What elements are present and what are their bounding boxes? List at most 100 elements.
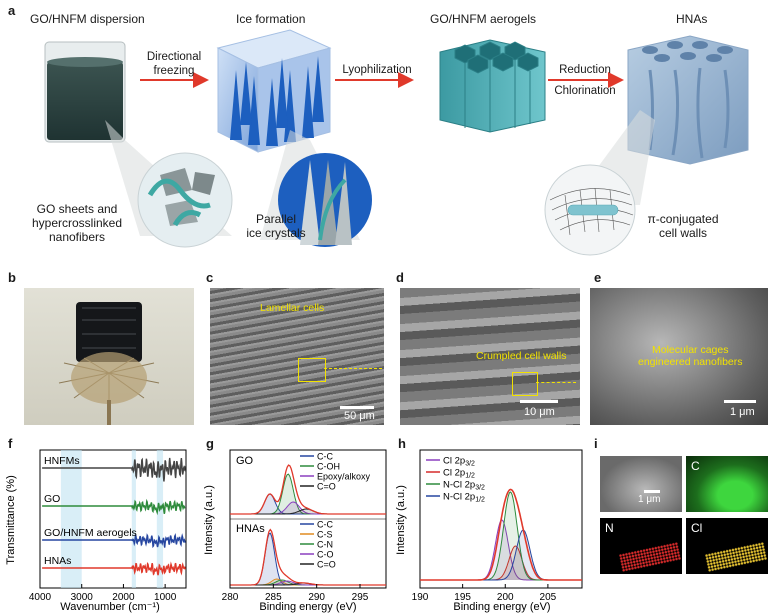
stage-title-aerogels: GO/HNFM aerogels xyxy=(430,12,537,26)
panel-label-a: a xyxy=(8,3,16,18)
ftir-band-2 xyxy=(156,450,164,588)
xps-c1s-legend-label-1-4: C=O xyxy=(317,560,336,570)
scalebar-e xyxy=(724,400,756,403)
xps-cl2p-x-axis-label: Binding energy (eV) xyxy=(453,601,550,613)
go-sheets-icon xyxy=(147,168,215,227)
xps-c1s-legend-label-1-1: C-S xyxy=(317,530,333,540)
xps-c1s-legend-label-0-3: C=O xyxy=(317,482,336,492)
panel-label-g: g xyxy=(206,436,214,451)
xps-cl2p-legend-label-3: N-Cl 2p1/2 xyxy=(443,492,485,504)
xps-c1s-legend-label-0-2: Epoxy/alkoxy xyxy=(317,472,371,482)
edx-map-label-cl: Cl xyxy=(691,521,703,535)
arrow-label-lyophilization: Lyophilization xyxy=(342,64,412,76)
ice-cube-icon xyxy=(216,29,332,153)
sem-image-lamellar: Lamellar cells 50 μm xyxy=(210,288,384,425)
ftir-x-tick-label-0: 4000 xyxy=(29,592,52,603)
xps-cl2p-legend-label-2: N-Cl 2p3/2 xyxy=(443,480,485,492)
stage-title-dispersion: GO/HNFM dispersion xyxy=(30,12,145,26)
zoom-arrow-d xyxy=(536,382,576,384)
sem-image-crumpled: Crumpled cell walls 10 μm xyxy=(400,288,580,425)
xps-c1s-y-axis-label: Intensity (a.u.) xyxy=(203,485,215,555)
xps-c1s-x-tick-label-0: 280 xyxy=(222,592,239,603)
graphene-lattice-icon xyxy=(549,187,634,236)
xps-cl2p-y-axis-label: Intensity (a.u.) xyxy=(395,485,407,555)
xps-c1s-legend-label-0-0: C-C xyxy=(317,452,333,462)
edx-map-carbon: C xyxy=(686,456,768,512)
photo-aerogel-on-dandelion xyxy=(24,288,194,425)
edx-map-nitrogen-signal xyxy=(618,541,682,573)
xps-cl2p-x-tick-label-0: 190 xyxy=(412,592,429,603)
zoom-arrow-c xyxy=(324,368,382,370)
panel-label-h: h xyxy=(398,436,406,451)
ftir-series-label-3: HNAs xyxy=(44,555,71,567)
ftir-band-1 xyxy=(131,450,136,588)
ftir-series-1 xyxy=(42,498,186,516)
xps-c1s-legend-label-1-0: C-C xyxy=(317,520,333,530)
ftir-series-label-0: HNFMs xyxy=(44,455,80,467)
xps-c1s-x-axis-label: Binding energy (eV) xyxy=(259,601,356,613)
ftir-series-label-1: GO xyxy=(44,493,60,505)
hna-monolith-icon xyxy=(627,35,749,165)
panel-label-c: c xyxy=(206,270,214,285)
edx-map-chlorine-signal xyxy=(704,541,768,573)
xps-c1s-legend-label-1-3: C-O xyxy=(317,550,334,560)
zoom-circle-nanofibers xyxy=(137,152,233,248)
arrow-label-reduction: Reduction xyxy=(559,64,611,76)
panel-label-b: b xyxy=(8,270,16,285)
scalebar-i xyxy=(644,490,660,493)
panel-label-d: d xyxy=(396,270,404,285)
xps-c1s-legend-label-1-2: C-N xyxy=(317,540,333,550)
annotation-crumpled-walls: Crumpled cell walls xyxy=(476,350,567,362)
xps-cl2p-x-tick-label-1: 195 xyxy=(454,592,471,603)
ftir-band-0 xyxy=(60,450,82,588)
scalebar-d xyxy=(520,400,558,403)
edx-map-label-c: C xyxy=(691,459,700,473)
ftir-series-2 xyxy=(42,532,186,549)
xps-c1s-1-envelope xyxy=(230,528,386,586)
scalebar-label-e: 1 μm xyxy=(730,406,755,418)
scalebar-label-i: 1 μm xyxy=(638,494,661,505)
panel-label-i: i xyxy=(594,436,598,451)
sem-image-edx: 1 μm xyxy=(600,456,682,512)
ftir-x-tick-label-3: 1000 xyxy=(154,592,177,603)
scalebar-label-c: 50 μm xyxy=(344,410,375,422)
xps-c1s-x-tick-label-1: 285 xyxy=(265,592,282,603)
edx-map-label-n: N xyxy=(605,521,614,535)
xps-c1s-legend-label-0-1: C-OH xyxy=(317,462,340,472)
honeycomb-aerogel-icon xyxy=(439,39,546,133)
xps-cl2p-x-tick-label-2: 200 xyxy=(497,592,514,603)
scalebar-c xyxy=(340,406,374,409)
ftir-series-0 xyxy=(42,457,186,482)
stage-title-ice: Ice formation xyxy=(236,12,306,26)
ftir-x-tick-label-2: 2000 xyxy=(112,592,135,603)
zoom-box-c xyxy=(298,358,326,382)
ftir-y-axis-label: Transmittance (%) xyxy=(5,475,17,564)
xps-c1s-x-tick-label-2: 290 xyxy=(308,592,325,603)
ftir-series-3 xyxy=(42,561,186,576)
xps-cl2p-legend-label-0: Cl 2p3/2 xyxy=(443,456,475,468)
process-schematic xyxy=(44,29,749,256)
xps-cl2p-plot-frame xyxy=(419,449,583,589)
xps-c1s-x-tick-label-3: 295 xyxy=(352,592,369,603)
edx-map-nitrogen: N xyxy=(600,518,682,574)
xps-c1s-0-envelope xyxy=(230,464,386,515)
annotation-lamellar-cells: Lamellar cells xyxy=(260,302,325,314)
panel-label-e: e xyxy=(594,270,602,285)
beaker-icon xyxy=(44,41,126,143)
ftir-x-tick-label-1: 3000 xyxy=(71,592,94,603)
stage-title-hnas: HNAs xyxy=(676,12,708,26)
zoom-box-d xyxy=(512,372,538,396)
xps-cl2p-envelope xyxy=(420,488,582,581)
ftir-x-axis-label: Wavenumber (cm⁻¹) xyxy=(60,601,160,613)
scalebar-label-d: 10 μm xyxy=(524,406,555,418)
ftir-plot-frame xyxy=(39,449,187,589)
ftir-chart: 4000 3000 2000 1000 Wavenumber (cm⁻¹) Trans… xyxy=(5,449,187,613)
xps-cl2p-x-tick-label-3: 205 xyxy=(540,592,557,603)
